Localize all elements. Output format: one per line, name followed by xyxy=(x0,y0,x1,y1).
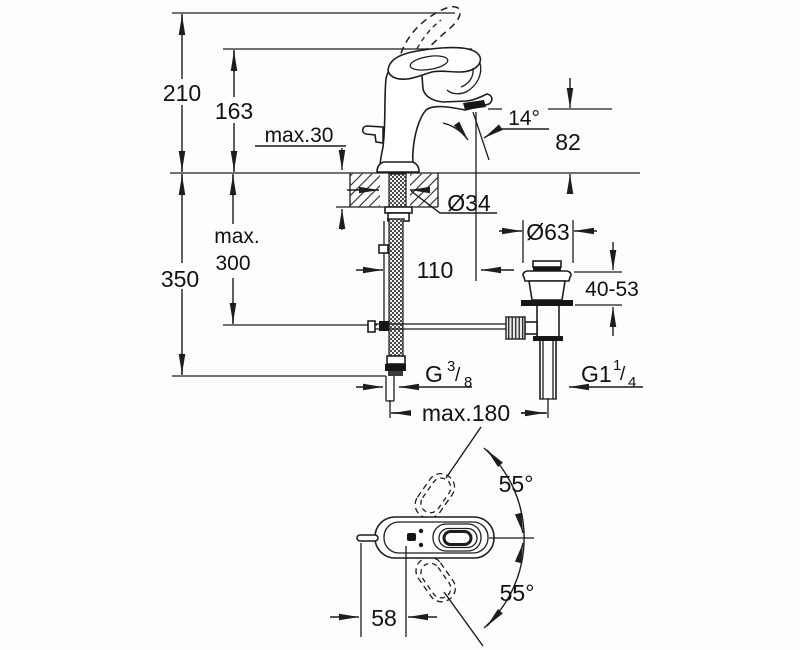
plan-dot-lower xyxy=(418,542,424,548)
rod-joint xyxy=(378,244,389,254)
pop-up-rod-knob xyxy=(361,125,384,144)
dim-spout-angle-label: 14° xyxy=(508,107,540,130)
side-view-dimensions xyxy=(158,14,643,425)
supply-thread-denominator: 8 xyxy=(464,374,472,391)
waste-thread-denominator: 4 xyxy=(628,374,636,391)
waste-thread-label: G1 1 / 4 xyxy=(581,357,636,391)
dim-height-163-label: 163 xyxy=(215,98,253,124)
waste-plug-cap xyxy=(532,260,562,268)
lever-raised-dashed xyxy=(397,6,461,66)
shank-washer xyxy=(384,206,413,214)
handle-loop-outer xyxy=(432,523,482,552)
waste-lock-ring xyxy=(533,336,563,341)
supply-thread-label: G 3 / 8 xyxy=(425,358,472,391)
faucet-illustration xyxy=(361,6,493,281)
handle-swing-upper-dashed xyxy=(414,472,456,519)
supply-hose xyxy=(388,218,404,357)
faucet-top-view xyxy=(356,516,534,559)
dim-height-210-label: 210 xyxy=(163,80,201,106)
dim-center-distance-label: max.180 xyxy=(422,400,510,426)
waste-thread-letter: G1 xyxy=(581,361,612,387)
below-deck-parts xyxy=(367,173,510,402)
dim-flange-diameter-label: Ø63 xyxy=(526,219,569,245)
handle-swing-lower-dashed xyxy=(415,556,457,603)
knurled-adjuster xyxy=(505,316,526,340)
hose-nut-base xyxy=(388,371,403,376)
handle-loop-middle xyxy=(438,527,478,549)
waste-seal-ring xyxy=(521,300,573,306)
lever-loop-hole xyxy=(409,55,449,71)
aerator xyxy=(463,100,486,110)
swing-lower-label: 55° xyxy=(500,580,535,606)
handle-loop-inner xyxy=(442,530,473,546)
dim-projection-110-label: 110 xyxy=(417,257,454,283)
hose-nut xyxy=(385,364,406,371)
linkage-end-cap xyxy=(367,320,376,333)
swing-upper-label: 55° xyxy=(499,471,534,497)
plan-cartridge-mark xyxy=(407,533,416,541)
faucet-base xyxy=(376,161,420,173)
rod-linkage-joint xyxy=(379,321,389,331)
faucet-plan-inner-outline xyxy=(383,521,489,554)
dim-clamp-range-label: 40-53 xyxy=(585,278,639,301)
dim-overall-drop-label: 350 xyxy=(161,266,199,292)
handle-offset-label: 58 xyxy=(371,605,397,631)
dim-rod-drop-max-label: max. xyxy=(214,225,260,248)
adjuster-neck xyxy=(524,321,538,335)
plan-view: 55° 55° 58 xyxy=(330,426,535,647)
supply-thread-letter: G xyxy=(425,361,443,387)
dim-rod-drop-300-label: 300 xyxy=(215,252,250,275)
faucet-body xyxy=(379,62,493,173)
plan-dot-upper xyxy=(418,528,424,534)
waste-thread-slash: / xyxy=(620,364,626,385)
dim-deck-thickness-label: max.30 xyxy=(265,124,334,147)
side-view: 210 163 max.30 14° 82 Ø34 Ø63 110 40-53 … xyxy=(158,6,643,426)
lever-loop-front xyxy=(446,62,482,95)
waste-thread-numerator: 1 xyxy=(613,357,621,374)
dim-shank-diameter-label: Ø34 xyxy=(447,190,491,216)
waste-upper-body xyxy=(528,280,566,301)
waste-flange xyxy=(522,270,572,282)
plan-pop-up-pin xyxy=(356,534,379,542)
swing-angle-dimensions xyxy=(443,426,525,647)
supply-thread-numerator: 3 xyxy=(447,358,455,375)
supply-thread-slash: / xyxy=(455,365,461,386)
waste-drain-assembly xyxy=(389,220,574,418)
dim-spout-height-label: 82 xyxy=(555,129,581,155)
hose-nut-top xyxy=(386,355,406,365)
handle-offset-dimension xyxy=(330,543,437,637)
